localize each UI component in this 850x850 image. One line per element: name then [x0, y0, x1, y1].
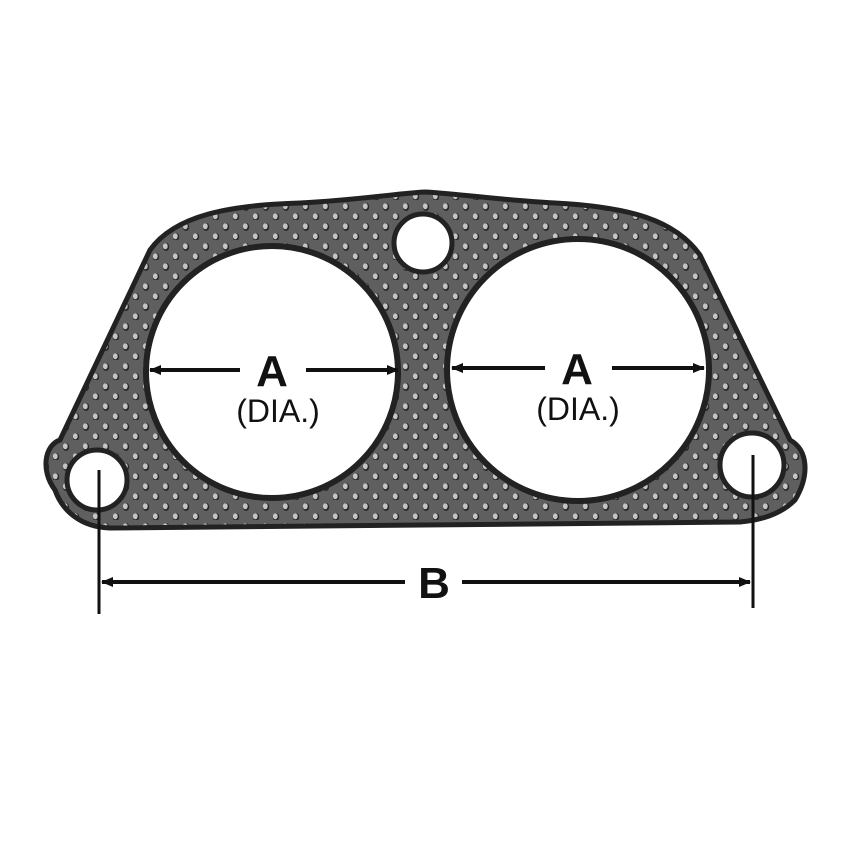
dimension-a-right: A (DIA.): [451, 345, 705, 427]
gasket-outline: [43, 189, 808, 531]
center-stud-hole: [391, 211, 455, 275]
left-bolt-hole: [64, 447, 130, 513]
dimension-a-left: A (DIA.): [149, 347, 399, 429]
dim-a-right-note: (DIA.): [536, 391, 620, 427]
right-port-hole: [444, 236, 712, 504]
dimension-b: B: [97, 455, 755, 614]
dim-b-letter: B: [418, 559, 450, 608]
dim-a-right-letter: A: [561, 345, 593, 394]
dim-a-left-note: (DIA.): [236, 393, 320, 429]
dim-a-left-letter: A: [256, 347, 288, 396]
